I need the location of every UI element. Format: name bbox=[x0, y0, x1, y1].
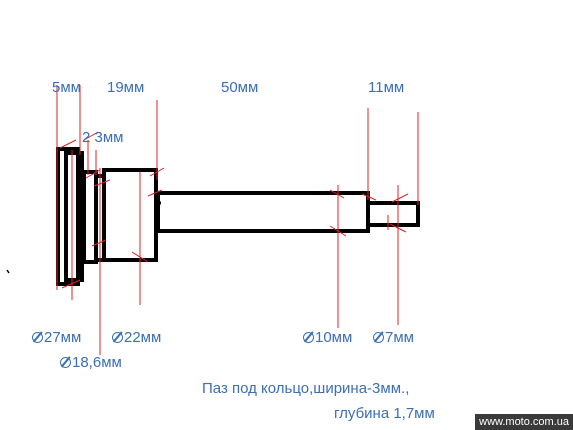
tick bbox=[83, 131, 99, 141]
tick bbox=[329, 189, 345, 199]
watermark: www.moto.com.ua bbox=[475, 414, 573, 430]
shaft-50mm bbox=[156, 191, 370, 233]
tick bbox=[91, 239, 107, 247]
tick bbox=[131, 251, 149, 263]
center-dot bbox=[155, 200, 161, 206]
diameter-icon bbox=[373, 332, 384, 343]
label-diameter-10mm: 10мм bbox=[303, 330, 352, 345]
tick bbox=[149, 167, 165, 177]
diameter-icon bbox=[32, 332, 43, 343]
tick bbox=[361, 193, 377, 201]
tick bbox=[391, 193, 409, 203]
label-diameter-18-6mm: 18,6мм bbox=[60, 355, 122, 370]
label-5mm: 5мм bbox=[52, 79, 81, 96]
stray-mark bbox=[6, 269, 10, 274]
label-50mm: 50мм bbox=[221, 79, 259, 96]
tick bbox=[93, 179, 111, 187]
body-19mm bbox=[102, 168, 158, 262]
flange-outer bbox=[56, 147, 80, 286]
label-19mm: 19мм bbox=[107, 79, 145, 96]
label-diameter-27mm: 27мм bbox=[32, 330, 81, 345]
tick bbox=[389, 223, 407, 233]
diameter-icon bbox=[60, 357, 71, 368]
tick bbox=[147, 189, 163, 197]
tip-11mm bbox=[366, 201, 420, 227]
tick bbox=[329, 225, 347, 237]
label-11mm: 11мм bbox=[368, 79, 405, 96]
tick bbox=[61, 279, 81, 289]
note-line-1: Паз под кольцо,ширина-3мм., bbox=[202, 380, 410, 397]
tick bbox=[59, 139, 77, 149]
diameter-icon bbox=[112, 332, 123, 343]
label-2-3mm: 2 3мм bbox=[82, 129, 124, 146]
label-diameter-7mm: 7мм bbox=[373, 330, 414, 345]
diameter-icon bbox=[303, 332, 314, 343]
tick bbox=[85, 169, 101, 179]
label-diameter-22mm: 22мм bbox=[112, 330, 161, 345]
note-line-2: глубина 1,7мм bbox=[334, 405, 435, 422]
